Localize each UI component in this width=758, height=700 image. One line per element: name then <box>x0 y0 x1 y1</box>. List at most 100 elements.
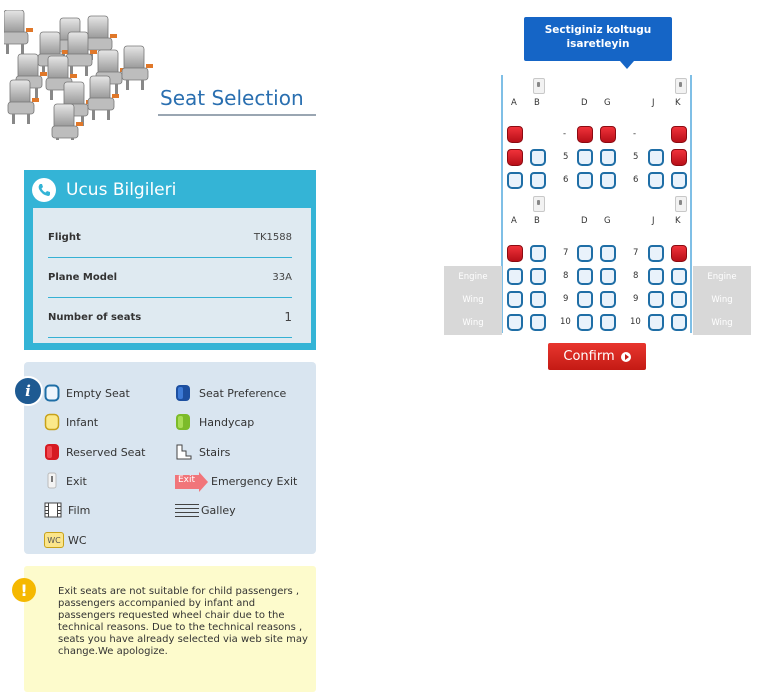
empty-seat[interactable] <box>648 314 664 331</box>
empty-seat[interactable] <box>530 245 546 262</box>
info-divider <box>48 297 292 298</box>
engine-label: Engine <box>707 272 737 282</box>
warning-icon: ! <box>12 578 36 602</box>
empty-seat[interactable] <box>600 172 616 189</box>
infant-seat-icon <box>44 413 60 434</box>
side-labels-left: Engine Wing Wing <box>444 266 502 335</box>
info-icon: i <box>13 376 43 406</box>
empty-seat[interactable] <box>530 172 546 189</box>
legend-seat-preference: Seat Preference <box>175 384 305 404</box>
column-header: D <box>581 98 588 108</box>
legend-empty-seat: Empty Seat <box>44 384 174 404</box>
empty-seat[interactable] <box>577 314 593 331</box>
legend-film: Film <box>44 501 174 521</box>
wc-icon: WC <box>44 532 64 548</box>
empty-seat[interactable] <box>530 149 546 166</box>
row-number: 8 <box>633 271 639 281</box>
empty-seat[interactable] <box>577 149 593 166</box>
row-number: - <box>563 129 567 139</box>
legend-infant: Infant <box>44 413 174 433</box>
galley-icon <box>175 501 199 522</box>
wing-label: Wing <box>711 295 733 305</box>
arrow-right-icon <box>620 351 631 362</box>
column-header: D <box>581 216 588 226</box>
emergency-exit-badge: Exit <box>178 475 196 485</box>
row-number: 7 <box>563 248 569 258</box>
row-number: 9 <box>563 294 569 304</box>
empty-seat[interactable] <box>671 172 687 189</box>
exit-icon <box>675 196 687 212</box>
column-header: A <box>511 98 517 108</box>
page-title: Seat Selection <box>160 86 304 110</box>
row-number: 10 <box>560 317 571 327</box>
row-number: 10 <box>630 317 641 327</box>
seat-preference-icon <box>175 384 191 405</box>
column-header: A <box>511 216 517 226</box>
empty-seat[interactable] <box>600 291 616 308</box>
empty-seat[interactable] <box>600 245 616 262</box>
empty-seat[interactable] <box>530 314 546 331</box>
plane-model-value: 33A <box>272 272 292 283</box>
empty-seat[interactable] <box>600 149 616 166</box>
reserved-seat <box>671 245 687 262</box>
empty-seat[interactable] <box>671 268 687 285</box>
reserved-seat <box>671 149 687 166</box>
flight-info-title: Ucus Bilgileri <box>66 180 177 200</box>
column-header: K <box>675 216 681 226</box>
confirm-label: Confirm <box>563 349 615 364</box>
empty-seat[interactable] <box>648 268 664 285</box>
legend-wc: WC WC <box>44 531 174 551</box>
empty-seat[interactable] <box>530 291 546 308</box>
empty-seat[interactable] <box>648 172 664 189</box>
empty-seat[interactable] <box>577 268 593 285</box>
exit-icon <box>533 78 545 94</box>
row-number: 6 <box>563 175 569 185</box>
reserved-seat <box>600 126 616 143</box>
title-underline <box>158 114 316 116</box>
empty-seat[interactable] <box>600 268 616 285</box>
exit-icon <box>533 196 545 212</box>
empty-seat[interactable] <box>600 314 616 331</box>
reserved-seat <box>507 126 523 143</box>
row-number: - <box>633 129 637 139</box>
row-number: 6 <box>633 175 639 185</box>
info-divider <box>48 337 292 338</box>
empty-seat[interactable] <box>648 291 664 308</box>
confirm-button[interactable]: Confirm <box>548 343 646 370</box>
empty-seat[interactable] <box>577 245 593 262</box>
empty-seat[interactable] <box>577 291 593 308</box>
warning-text: Exit seats are not suitable for child pa… <box>58 586 308 657</box>
empty-seat[interactable] <box>671 291 687 308</box>
plane-model-row: Plane Model 33A <box>48 272 292 292</box>
legend-exit: Exit <box>44 472 174 492</box>
info-divider <box>48 257 292 258</box>
reserved-seat <box>507 149 523 166</box>
cabin-wall-right <box>690 75 692 333</box>
reserved-seat-icon <box>44 443 60 464</box>
row-number: 5 <box>563 152 569 162</box>
empty-seat[interactable] <box>507 314 523 331</box>
column-header: J <box>652 98 655 108</box>
empty-seat[interactable] <box>507 172 523 189</box>
film-icon <box>44 501 62 522</box>
tooltip-arrow <box>620 61 634 69</box>
reserved-seat <box>671 126 687 143</box>
handycap-seat-icon <box>175 413 191 434</box>
column-header: J <box>652 216 655 226</box>
empty-seat[interactable] <box>648 245 664 262</box>
empty-seat[interactable] <box>530 268 546 285</box>
reserved-seat <box>577 126 593 143</box>
empty-seat[interactable] <box>577 172 593 189</box>
legend-emergency-exit: Exit Emergency Exit <box>175 472 315 492</box>
emergency-exit-icon: Exit <box>175 472 209 495</box>
seats-illustration-icon <box>1 9 154 149</box>
row-number: 5 <box>633 152 639 162</box>
seat-selection-tooltip: Sectiginiz koltugu isaretleyin <box>524 17 672 61</box>
column-header: B <box>534 216 540 226</box>
column-header: K <box>675 98 681 108</box>
empty-seat[interactable] <box>671 314 687 331</box>
flight-row: Flight TK1588 <box>48 232 292 252</box>
empty-seat[interactable] <box>507 291 523 308</box>
empty-seat[interactable] <box>507 268 523 285</box>
empty-seat[interactable] <box>648 149 664 166</box>
